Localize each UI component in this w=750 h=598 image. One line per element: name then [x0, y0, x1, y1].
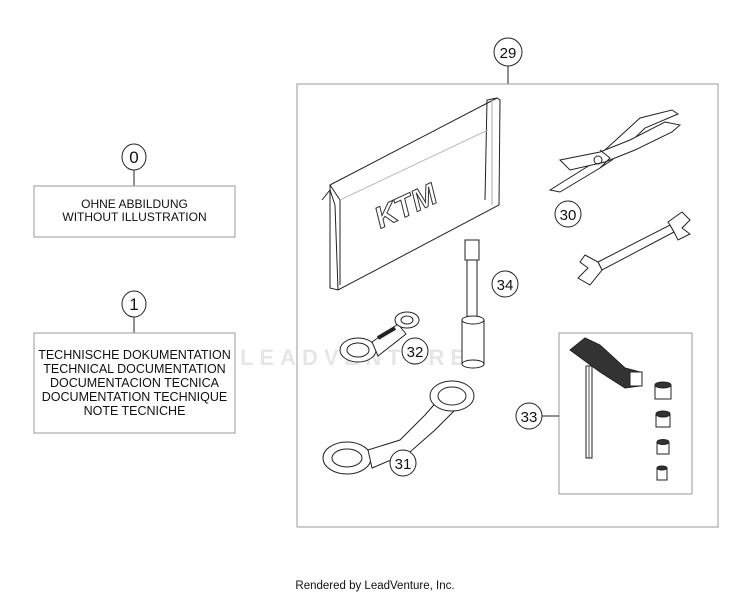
hex-bits: [654, 381, 672, 481]
callout-29[interactable]: 29: [493, 37, 523, 67]
callout-0[interactable]: 0: [121, 143, 147, 171]
callout-32[interactable]: 32: [401, 337, 429, 365]
t-handle-wrench: [569, 337, 643, 459]
callout-30[interactable]: 30: [554, 200, 582, 228]
callout-31[interactable]: 31: [389, 449, 417, 477]
box-0: [33, 185, 236, 238]
footer-credit: Rendered by LeadVenture, Inc.: [295, 580, 455, 592]
svg-text:31: 31: [395, 456, 412, 473]
svg-text:0: 0: [129, 148, 138, 167]
kit-frame: [296, 83, 719, 528]
box-0-line: WITHOUT ILLUSTRATION: [62, 210, 207, 224]
box-0-text: OHNE ABBILDUNG WITHOUT ILLUSTRATION: [34, 198, 235, 224]
svg-text:32: 32: [407, 344, 424, 361]
svg-text:1: 1: [129, 295, 138, 314]
open-end-wrench: [577, 211, 691, 286]
callout-34[interactable]: 34: [491, 270, 519, 298]
svg-text:30: 30: [560, 207, 577, 224]
hex-kit-frame: [558, 332, 693, 495]
box-1: [33, 332, 236, 434]
ring-spanner: [322, 380, 475, 475]
tool-pouch: KTM: [321, 97, 501, 291]
svg-text:33: 33: [521, 409, 538, 426]
svg-text:34: 34: [497, 277, 514, 294]
callout-1[interactable]: 1: [121, 290, 147, 318]
box-1-line: DOCUMENTACION TECNICA: [50, 376, 219, 390]
small-spanner: [339, 311, 420, 363]
box-1-line: NOTE TECNICHE: [83, 404, 186, 418]
box-1-line: TECHNISCHE DOKUMENTATION: [38, 348, 231, 362]
pliers: [548, 109, 682, 193]
box-1-text: TECHNISCHE DOKUMENTATION TECHNICAL DOCUM…: [34, 348, 235, 418]
box-1-line: DOCUMENTATION TECHNIQUE: [41, 390, 228, 404]
callout-33[interactable]: 33: [515, 402, 543, 430]
box-0-line: OHNE ABBILDUNG: [81, 197, 188, 211]
svg-text:29: 29: [500, 45, 517, 62]
box-1-line: TECHNICAL DOCUMENTATION: [43, 362, 226, 376]
hex-bit-socket: [461, 239, 485, 369]
